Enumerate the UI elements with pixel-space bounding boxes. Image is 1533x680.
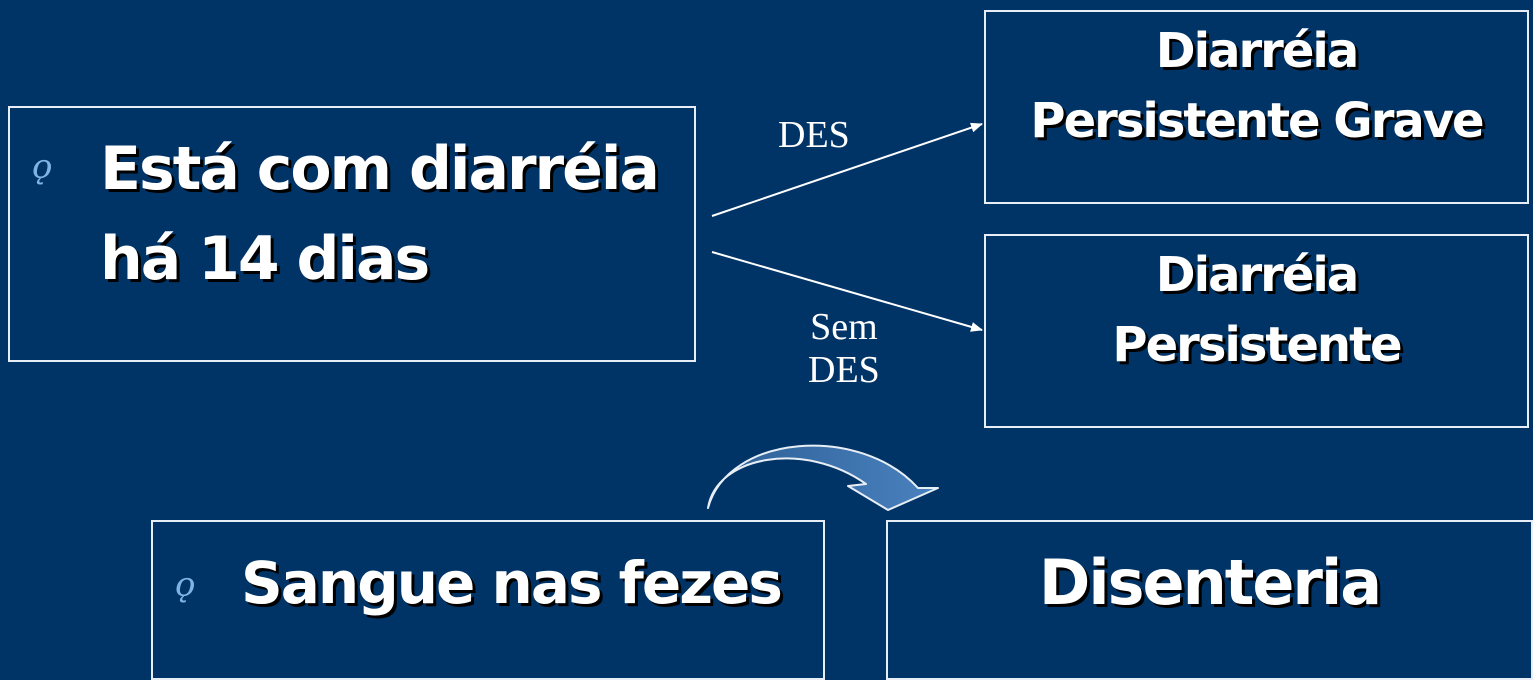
edge-label-des: DES xyxy=(778,114,850,156)
result-dysentery-text: Disenteria xyxy=(1038,546,1382,619)
arrow-to-persistent xyxy=(711,251,983,332)
bullet-icon: ǫ xyxy=(32,147,53,187)
curved-arrow-icon xyxy=(707,444,939,511)
result-persistent-line-1: Diarréia xyxy=(1155,247,1359,303)
result-severe-line-1: Diarréia xyxy=(1155,23,1359,79)
question-box: ǫ Está com diarréia há 14 dias xyxy=(8,106,696,362)
result-box-persistent-severe: Diarréia Persistente Grave xyxy=(984,10,1529,204)
edge-label-sem: Sem xyxy=(810,306,878,348)
symptom-text: Sangue nas fezes xyxy=(241,549,783,617)
edge-label-sem-des: Sem DES xyxy=(808,306,880,391)
result-box-persistent: Diarréia Persistente xyxy=(984,234,1529,428)
diagram-arrows xyxy=(707,122,983,511)
question-line-2: há 14 dias xyxy=(100,224,430,294)
result-persistent-line-2: Persistente xyxy=(1112,317,1402,373)
arrow-to-persistent-severe xyxy=(711,122,983,217)
bullet-icon: ǫ xyxy=(175,565,196,605)
question-line-1: Está com diarréia xyxy=(100,134,660,204)
result-severe-line-2: Persistente Grave xyxy=(1030,93,1484,149)
edge-label-des-2: DES xyxy=(808,348,880,391)
